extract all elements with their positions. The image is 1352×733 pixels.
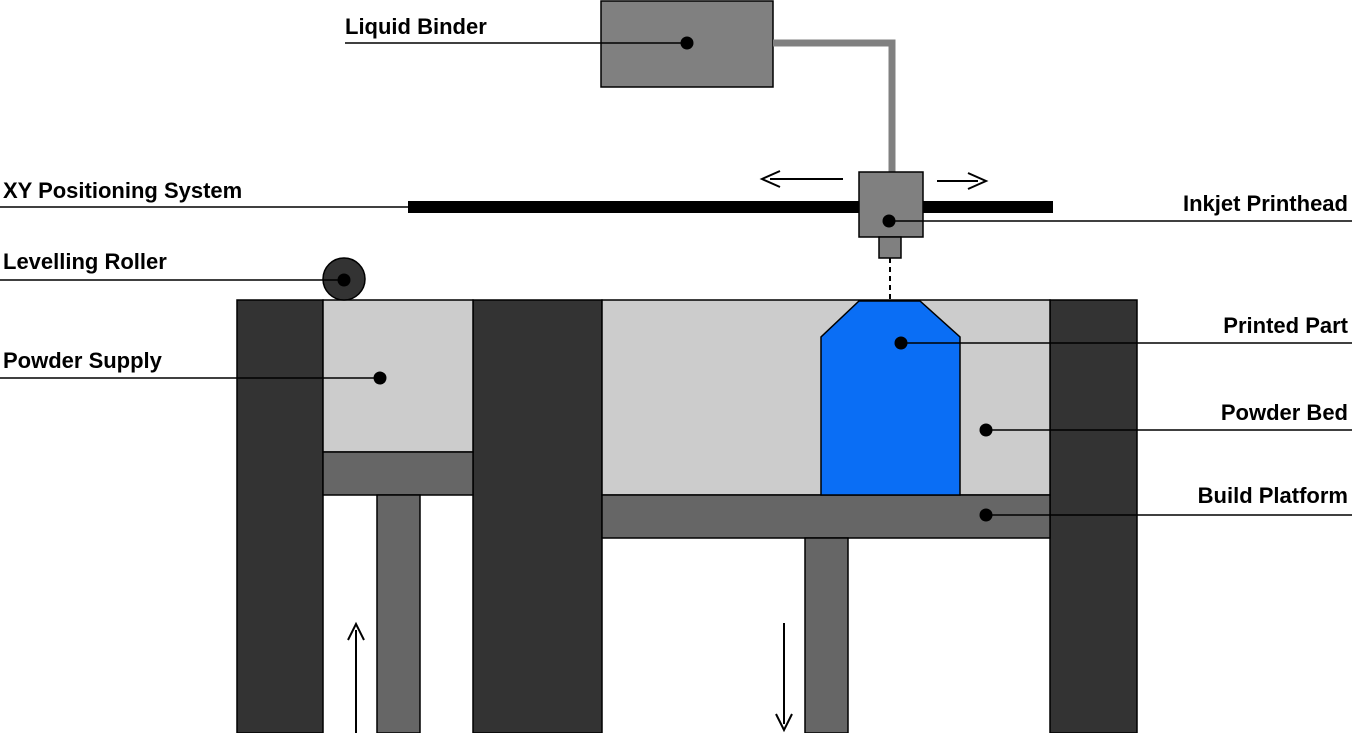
label-powder-bed: Powder Bed [1221,400,1348,425]
printed-part [820,300,961,496]
binder-feed-line [773,39,896,172]
label-printed-part: Printed Part [1223,313,1348,338]
build-platform [601,494,1051,539]
arrow-up-icon [347,621,365,733]
label-xy-positioning-system: XY Positioning System [3,178,242,203]
leader-printed-part [894,336,1352,350]
leader-liquid-binder [345,36,694,50]
supply-piston-plate [322,451,474,496]
leader-build-platform [979,508,1352,522]
leader-inkjet-printhead [882,214,1352,228]
build-piston-rod [804,537,849,733]
label-build-platform: Build Platform [1198,483,1348,508]
frame-right-wall [1049,299,1138,733]
supply-piston-rod [376,494,421,733]
printhead-nozzle [878,236,902,259]
frame-left-wall [236,299,324,733]
leader-powder-supply [0,371,387,385]
powder-supply-region [322,299,474,453]
arrow-left-icon [759,170,843,188]
leader-levelling-roller [0,273,351,287]
label-powder-supply: Powder Supply [3,348,163,373]
leader-powder-bed [979,423,1352,437]
frame-center-wall [472,299,603,733]
label-levelling-roller: Levelling Roller [3,249,167,274]
label-inkjet-printhead: Inkjet Printhead [1183,191,1348,216]
arrow-right-icon [937,172,989,190]
inkjet-printhead [858,171,924,238]
label-liquid-binder: Liquid Binder [345,14,487,39]
arrow-down-icon [775,623,793,733]
xy-positioning-rail [408,201,1053,213]
